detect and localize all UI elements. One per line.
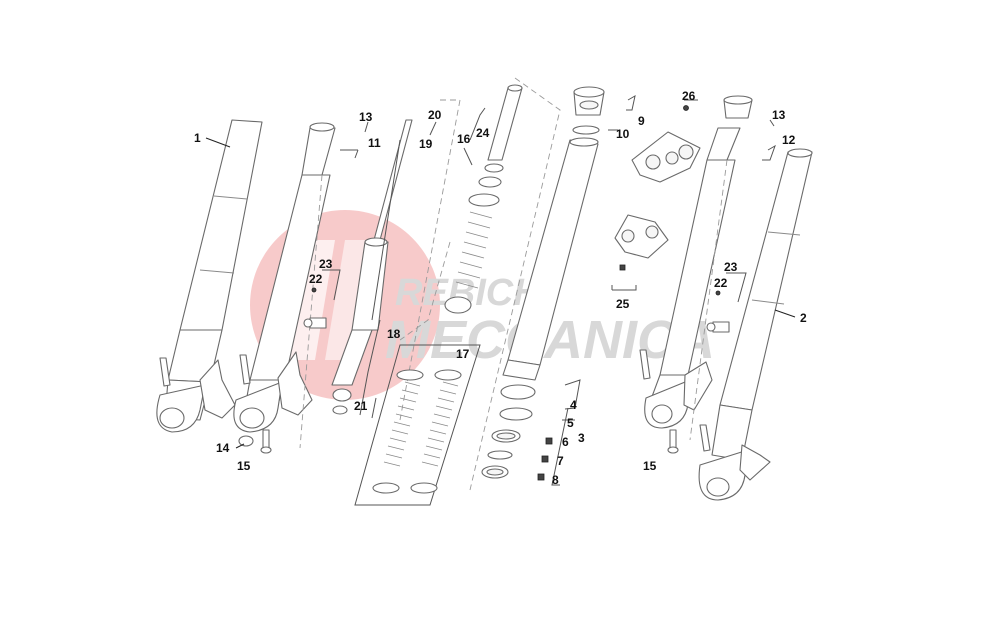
callout-2: 2 [800, 311, 807, 325]
cartridge-rod-assembly [331, 99, 461, 421]
callout-18: 18 [387, 327, 401, 341]
upper-clamp [631, 105, 701, 183]
spring-1 [372, 369, 424, 494]
fork-leg-left-assembly [156, 119, 263, 433]
callout-5: 5 [567, 416, 574, 430]
callout-26: 26 [682, 89, 696, 103]
callout-3: 3 [578, 431, 585, 445]
callout-12: 12 [782, 133, 796, 147]
fork-leg-right-outer-assembly [698, 148, 813, 501]
callout-21: 21 [354, 399, 368, 413]
callout-23b: 23 [724, 260, 738, 274]
callout-16: 16 [457, 132, 471, 146]
callout-14: 14 [216, 441, 230, 455]
callout-20: 20 [428, 108, 442, 122]
small-hardware [238, 287, 730, 454]
spring-2 [410, 369, 462, 494]
callout-10: 10 [616, 127, 630, 141]
callout-13b: 13 [772, 108, 786, 122]
callout-22b: 22 [714, 276, 728, 290]
callout-1: 1 [194, 131, 201, 145]
outer-tube-assembly [481, 137, 599, 481]
spring-stack [399, 77, 561, 491]
callout-11: 11 [368, 136, 381, 150]
callout-15a: 15 [237, 459, 251, 473]
callout-4: 4 [570, 398, 577, 412]
callout-13a: 13 [359, 110, 373, 124]
callout-9: 9 [638, 114, 645, 128]
leader-lines [205, 95, 796, 486]
callout-labels: 1 2 3 4 5 6 7 8 9 10 11 12 13 13 14 15 1… [194, 89, 807, 487]
callout-17: 17 [456, 347, 470, 361]
top-cap-assembly [572, 86, 605, 135]
fork-leg-center-assembly [233, 122, 336, 449]
callout-25: 25 [616, 297, 630, 311]
callout-23a: 23 [319, 257, 333, 271]
callout-8: 8 [552, 473, 559, 487]
callout-19: 19 [419, 137, 433, 151]
callout-7: 7 [557, 454, 564, 468]
springs-box [354, 344, 481, 506]
lower-clamp [614, 214, 669, 271]
callout-15b: 15 [643, 459, 657, 473]
callout-6: 6 [562, 435, 569, 449]
fork-leg-right-inner-assembly [639, 95, 753, 441]
callout-24: 24 [476, 126, 490, 140]
callout-22a: 22 [309, 272, 323, 286]
